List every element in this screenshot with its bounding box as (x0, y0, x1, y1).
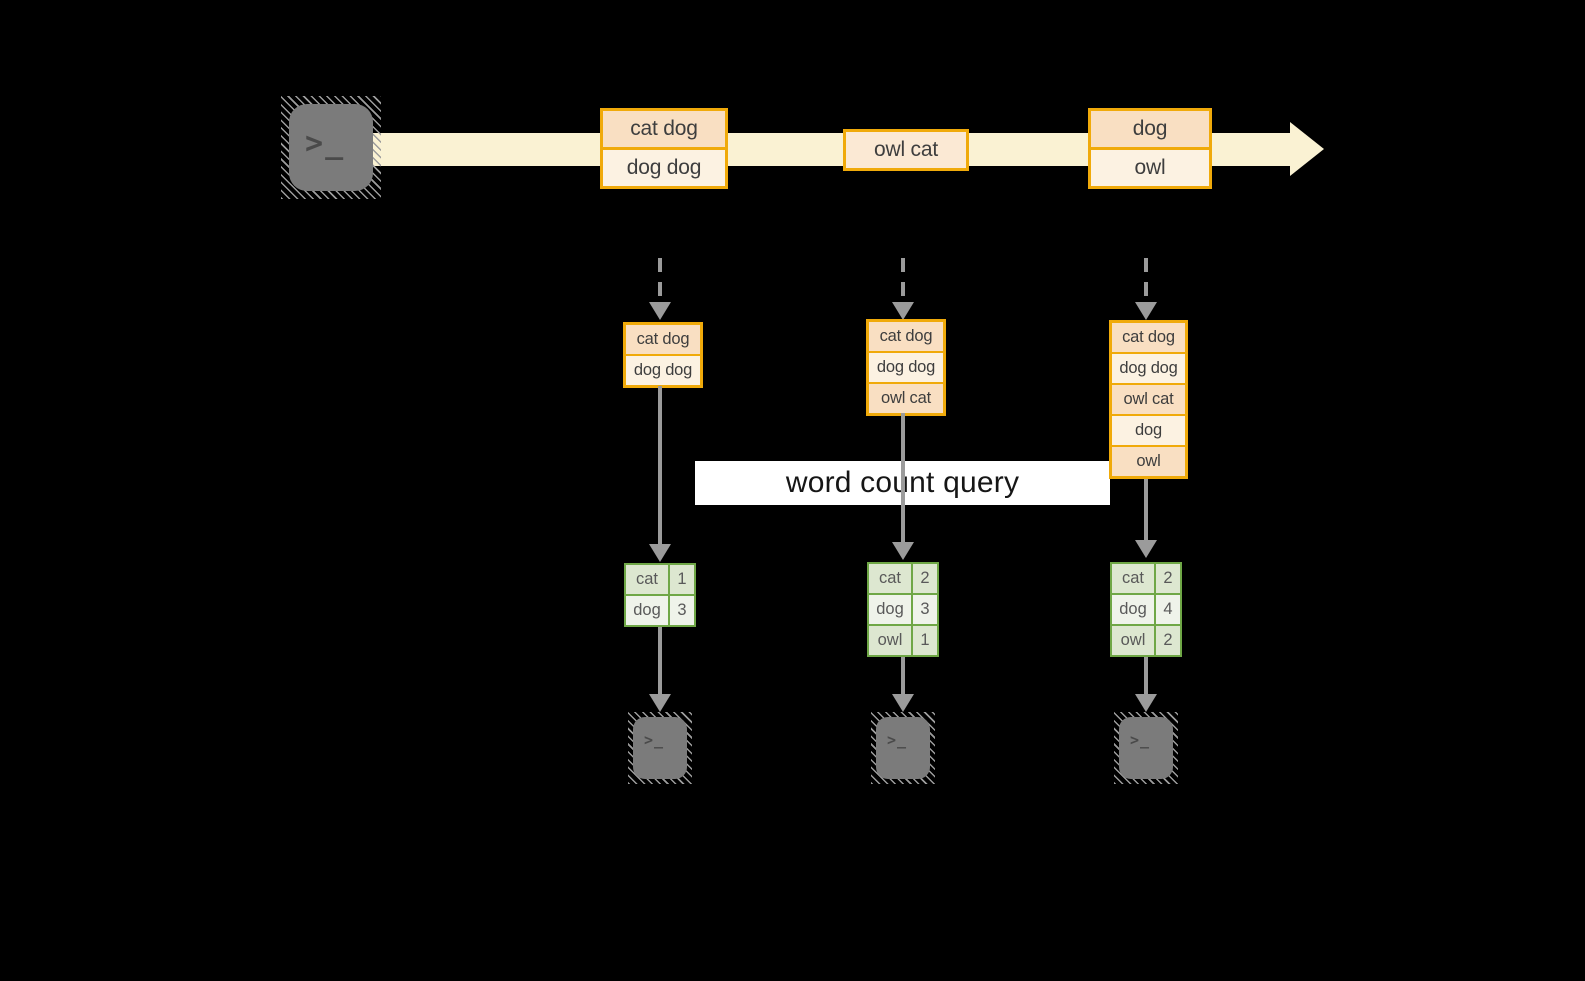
count-word: dog (1112, 595, 1154, 624)
terminal-prompt-icon: >_ (305, 126, 346, 161)
log-row: owl (1112, 447, 1185, 476)
count-value: 4 (1156, 595, 1180, 624)
query-arrow-shaft (658, 386, 662, 544)
dashed-arrow-shaft (901, 258, 905, 304)
stream-event: owl (1091, 150, 1209, 186)
terminal-sink-body: >_ (1119, 717, 1173, 779)
output-arrow-head-icon (649, 694, 671, 712)
count-value: 1 (913, 626, 937, 655)
terminal-sink-icon: >_ (1114, 712, 1178, 784)
output-arrow-shaft (901, 657, 905, 694)
log-row: dog dog (869, 353, 943, 382)
count-word: cat (626, 565, 668, 594)
stream-batch-2: owl cat (843, 129, 969, 171)
count-value: 2 (1156, 564, 1180, 593)
stream-event: owl cat (846, 132, 966, 168)
count-value: 2 (913, 564, 937, 593)
input-log-step-1: cat dog dog dog (623, 322, 703, 388)
terminal-source-icon: >_ (281, 96, 381, 199)
dashed-arrow-head-icon (649, 302, 671, 320)
query-arrow-head-icon (649, 544, 671, 562)
stream-event: dog (1091, 111, 1209, 147)
dashed-arrow-head-icon (1135, 302, 1157, 320)
stream-batch-3: dog owl (1088, 108, 1212, 189)
count-value: 3 (670, 596, 694, 625)
count-value: 3 (913, 595, 937, 624)
stream-event: dog dog (603, 150, 725, 186)
log-row: dog (1112, 416, 1185, 445)
stream-arrowhead-icon (1290, 122, 1324, 176)
count-value: 1 (670, 565, 694, 594)
log-row: cat dog (869, 322, 943, 351)
stream-event: cat dog (603, 111, 725, 147)
terminal-prompt-icon: >_ (644, 731, 665, 749)
terminal-source-body: >_ (289, 104, 373, 191)
dashed-arrow-shaft (1144, 258, 1148, 304)
count-word: owl (1112, 626, 1154, 655)
query-arrow-shaft (901, 413, 905, 542)
terminal-sink-icon: >_ (628, 712, 692, 784)
dashed-arrow-shaft (658, 258, 662, 304)
count-table-step-2: cat 2 dog 3 owl 1 (867, 562, 939, 657)
output-arrow-head-icon (1135, 694, 1157, 712)
query-arrow-head-icon (1135, 540, 1157, 558)
output-arrow-shaft (1144, 657, 1148, 694)
output-arrow-shaft (658, 627, 662, 694)
query-arrow-head-icon (892, 542, 914, 560)
count-value: 2 (1156, 626, 1180, 655)
output-arrow-head-icon (892, 694, 914, 712)
log-row: cat dog (1112, 323, 1185, 352)
count-word: cat (1112, 564, 1154, 593)
count-table-step-3: cat 2 dog 4 owl 2 (1110, 562, 1182, 657)
count-word: owl (869, 626, 911, 655)
terminal-sink-body: >_ (876, 717, 930, 779)
log-row: dog dog (1112, 354, 1185, 383)
log-row: owl cat (869, 384, 943, 413)
input-log-step-2: cat dog dog dog owl cat (866, 319, 946, 416)
dashed-arrow-head-icon (892, 302, 914, 320)
input-log-step-3: cat dog dog dog owl cat dog owl (1109, 320, 1188, 479)
terminal-sink-body: >_ (633, 717, 687, 779)
terminal-prompt-icon: >_ (887, 731, 908, 749)
log-row: owl cat (1112, 385, 1185, 414)
count-word: dog (626, 596, 668, 625)
query-arrow-shaft (1144, 479, 1148, 540)
log-row: dog dog (626, 356, 700, 385)
count-word: cat (869, 564, 911, 593)
count-table-step-1: cat 1 dog 3 (624, 563, 696, 627)
count-word: dog (869, 595, 911, 624)
terminal-prompt-icon: >_ (1130, 731, 1151, 749)
stream-batch-1: cat dog dog dog (600, 108, 728, 189)
terminal-sink-icon: >_ (871, 712, 935, 784)
log-row: cat dog (626, 325, 700, 354)
